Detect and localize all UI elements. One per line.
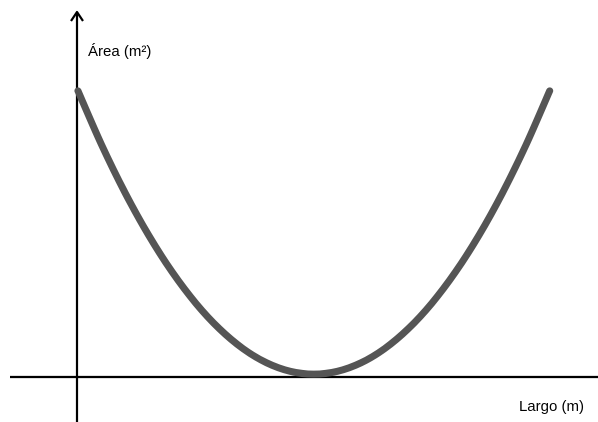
x-axis-label: Largo (m)	[519, 398, 584, 415]
parabola-curve	[74, 87, 554, 378]
y-axis-arrowhead	[70, 10, 84, 22]
y-axis-label: Área (m²)	[88, 43, 151, 60]
